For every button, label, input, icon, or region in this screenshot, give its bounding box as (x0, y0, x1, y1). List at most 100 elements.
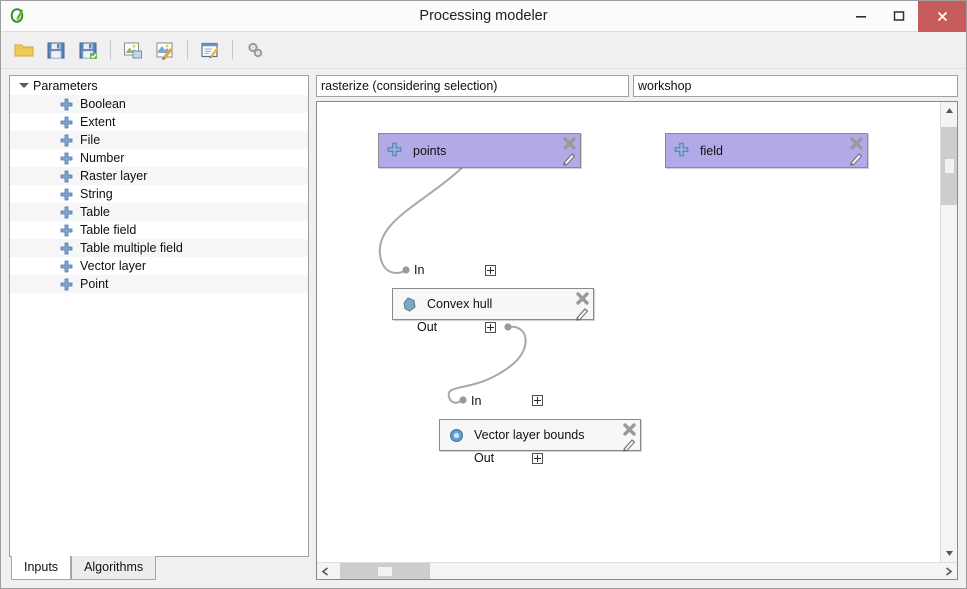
parameters-tree[interactable]: Parameters Boolean Extent (9, 75, 309, 557)
pencil-edit-icon[interactable] (848, 150, 864, 166)
plus-add-icon (60, 278, 73, 291)
inputs-panel: Parameters Boolean Extent (9, 75, 309, 580)
model-node-label: points (413, 143, 447, 158)
tab-inputs[interactable]: Inputs (11, 556, 72, 580)
plus-add-icon (674, 142, 691, 159)
scroll-left-button[interactable] (317, 563, 334, 580)
tab-algorithms[interactable]: Algorithms (71, 556, 157, 580)
node-tools (847, 136, 864, 168)
save-model-as-button[interactable] (73, 35, 103, 65)
model-node-field[interactable]: field (665, 133, 868, 168)
convex-hull-in-expand[interactable] (485, 265, 496, 276)
vector-bounds-icon (448, 427, 465, 444)
model-panel: rasterize (considering selection) worksh… (316, 75, 958, 580)
tree-item-boolean[interactable]: Boolean (10, 95, 308, 113)
tree-root-parameters[interactable]: Parameters (10, 77, 308, 95)
model-canvas-area: points (316, 101, 958, 580)
convex-hull-in-label: In (414, 263, 425, 277)
plus-add-icon (60, 242, 73, 255)
tree-item-extent[interactable]: Extent (10, 113, 308, 131)
plus-add-icon (60, 260, 73, 273)
vertical-scroll-thumb[interactable] (940, 127, 957, 205)
convex-hull-out-label: Out (417, 320, 438, 334)
pencil-edit-icon[interactable] (621, 436, 637, 452)
tree-item-table[interactable]: Table (10, 203, 308, 221)
model-name-row: rasterize (considering selection) worksh… (316, 75, 958, 97)
plus-add-icon (60, 98, 73, 111)
plus-add-icon (387, 142, 404, 159)
window-controls (842, 0, 966, 32)
main-toolbar (1, 32, 966, 69)
vector-bounds-out-label: Out (474, 451, 495, 465)
canvas-vertical-scrollbar[interactable] (940, 102, 957, 562)
close-button[interactable] (918, 0, 966, 32)
close-x-icon[interactable] (622, 422, 637, 437)
model-node-label: Convex hull (427, 297, 493, 311)
model-node-convex-hull[interactable]: Convex hull (392, 288, 594, 323)
pencil-edit-icon[interactable] (574, 305, 590, 321)
connection-edges (378, 137, 527, 404)
tree-item-label: String (80, 187, 113, 201)
horizontal-scroll-track[interactable] (334, 562, 940, 579)
tree-item-table-multiple-field[interactable]: Table multiple field (10, 239, 308, 257)
model-canvas[interactable]: points (317, 102, 940, 562)
save-model-button[interactable] (41, 35, 71, 65)
maximize-button[interactable] (880, 1, 918, 32)
close-x-icon[interactable] (849, 136, 864, 151)
model-node-label: Vector layer bounds (474, 428, 585, 442)
node-tools (560, 136, 577, 168)
vector-bounds-in-expand[interactable] (532, 395, 543, 406)
run-model-button[interactable] (240, 35, 270, 65)
scroll-right-button[interactable] (940, 563, 957, 580)
close-x-icon[interactable] (562, 136, 577, 151)
tree-item-vector-layer[interactable]: Vector layer (10, 257, 308, 275)
vertical-scroll-track[interactable] (940, 119, 957, 545)
tree-item-label: Table multiple field (80, 241, 183, 255)
open-model-button[interactable] (9, 35, 39, 65)
tree-item-label: File (80, 133, 101, 147)
horizontal-scroll-thumb[interactable] (340, 562, 430, 579)
scroll-up-button[interactable] (941, 102, 958, 119)
model-name-input[interactable]: rasterize (considering selection) (316, 75, 629, 97)
plus-add-icon (60, 206, 73, 219)
node-tools (573, 291, 590, 323)
minimize-button[interactable] (842, 1, 880, 32)
plus-add-icon (60, 116, 73, 129)
tree-item-label: Raster layer (80, 169, 148, 183)
collapse-arrow-icon[interactable] (18, 81, 29, 91)
main-body: Parameters Boolean Extent (1, 69, 966, 588)
vector-bounds-out-expand[interactable] (532, 453, 543, 464)
tree-item-point[interactable]: Point (10, 275, 308, 293)
node-tools (620, 422, 637, 454)
tree-item-string[interactable]: String (10, 185, 308, 203)
export-script-button[interactable] (150, 35, 180, 65)
model-node-points[interactable]: points (378, 133, 581, 168)
canvas-horizontal-scrollbar[interactable] (317, 562, 957, 579)
toolbar-separator-1 (110, 40, 111, 60)
toolbar-separator-2 (187, 40, 188, 60)
title-bar: Processing modeler (1, 0, 966, 32)
tree-item-number[interactable]: Number (10, 149, 308, 167)
plus-add-icon (60, 188, 73, 201)
model-group-input[interactable]: workshop (633, 75, 958, 97)
toolbar-separator-3 (232, 40, 233, 60)
tree-item-raster-layer[interactable]: Raster layer (10, 167, 308, 185)
tree-item-file[interactable]: File (10, 131, 308, 149)
tree-item-label: Boolean (80, 97, 126, 111)
model-node-label: field (700, 143, 723, 158)
panel-tabs: Inputs Algorithms (9, 556, 309, 580)
convex-hull-polygon-icon (401, 296, 418, 313)
tree-item-label: Extent (80, 115, 116, 129)
tree-item-label: Vector layer (80, 259, 147, 273)
tree-item-label: Number (80, 151, 125, 165)
pencil-edit-icon[interactable] (561, 150, 577, 166)
window-title: Processing modeler (419, 7, 548, 24)
scroll-down-button[interactable] (941, 545, 958, 562)
export-image-button[interactable] (118, 35, 148, 65)
close-x-icon[interactable] (575, 291, 590, 306)
edit-help-button[interactable] (195, 35, 225, 65)
tree-item-table-field[interactable]: Table field (10, 221, 308, 239)
model-node-vector-layer-bounds[interactable]: Vector layer bounds (439, 419, 641, 454)
convex-hull-out-expand[interactable] (485, 322, 496, 333)
